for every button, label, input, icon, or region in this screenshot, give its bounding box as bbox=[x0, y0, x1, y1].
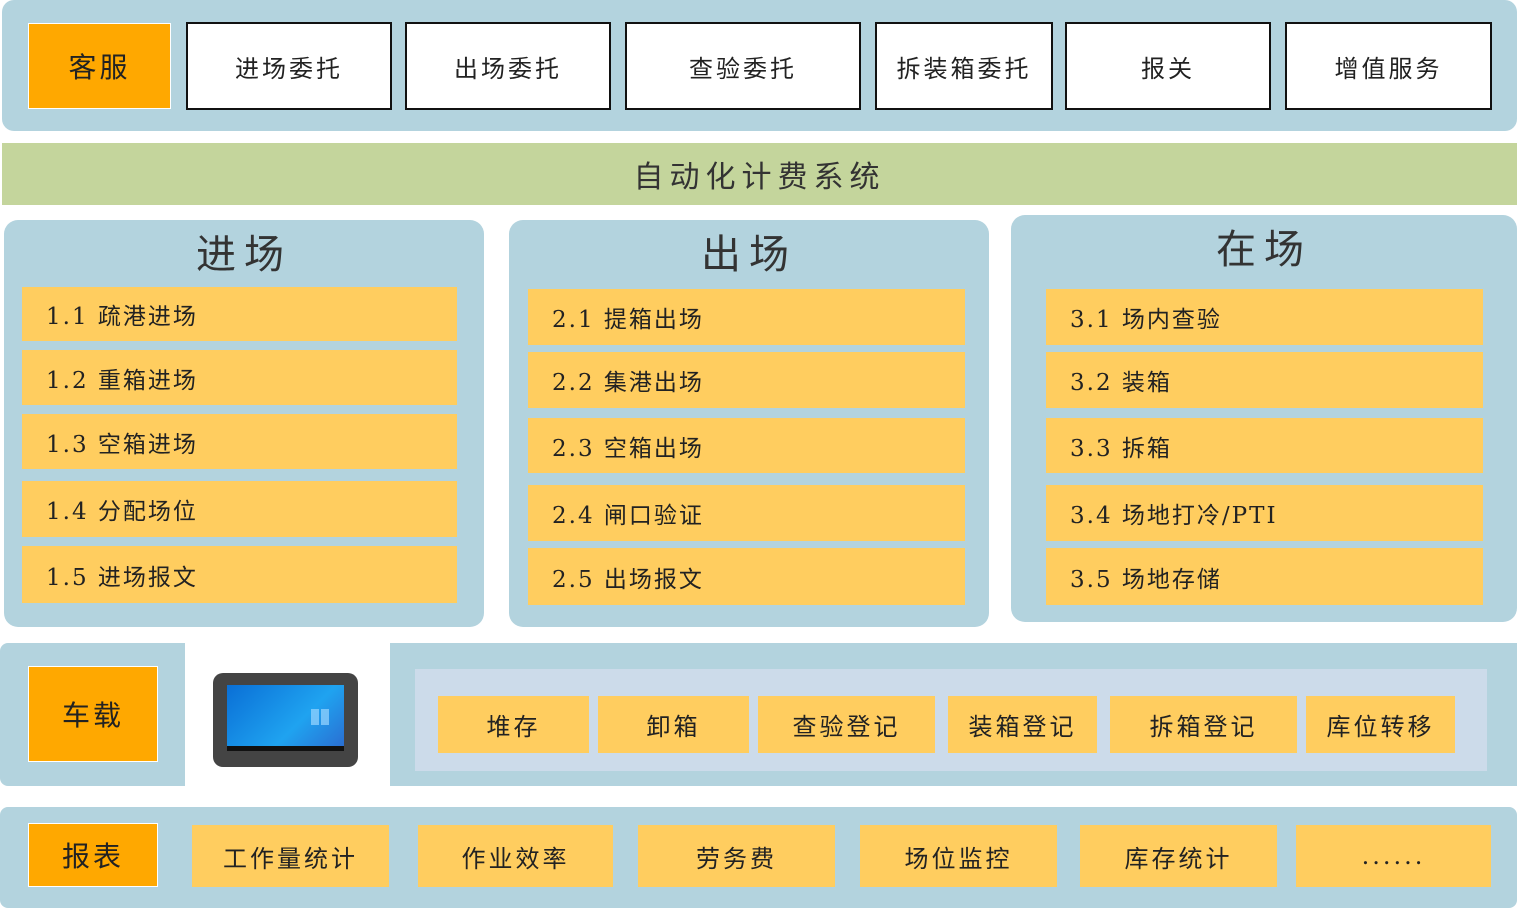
system-title-bar: 自动化计费系统 bbox=[2, 143, 1517, 205]
section-2-item-2[interactable]: 3.3 拆箱 bbox=[1046, 418, 1483, 473]
report-item-0[interactable]: 工作量统计 bbox=[192, 825, 389, 887]
tablet-icon bbox=[213, 673, 358, 767]
service-item-5[interactable]: 增值服务 bbox=[1285, 22, 1492, 110]
section-title-1: 出场 bbox=[701, 232, 797, 278]
section-2-item-0[interactable]: 3.1 场内查验 bbox=[1046, 289, 1483, 345]
reports-label: 报表 bbox=[28, 823, 158, 887]
section-0-item-0[interactable]: 1.1 疏港进场 bbox=[22, 287, 457, 341]
vehicle-item-1[interactable]: 卸箱 bbox=[598, 696, 749, 753]
section-0-item-2[interactable]: 1.3 空箱进场 bbox=[22, 414, 457, 469]
section-1-item-2[interactable]: 2.3 空箱出场 bbox=[528, 418, 965, 473]
service-item-2[interactable]: 查验委托 bbox=[625, 22, 861, 110]
windows-logo-icon bbox=[311, 709, 329, 725]
section-2-item-1[interactable]: 3.2 装箱 bbox=[1046, 352, 1483, 408]
vehicle-item-3[interactable]: 装箱登记 bbox=[948, 696, 1097, 753]
report-item-2[interactable]: 劳务费 bbox=[638, 825, 835, 887]
vehicle-label: 车载 bbox=[28, 666, 158, 762]
vehicle-item-0[interactable]: 堆存 bbox=[438, 696, 589, 753]
taskbar bbox=[227, 746, 344, 751]
vehicle-item-2[interactable]: 查验登记 bbox=[758, 696, 935, 753]
tablet-screen bbox=[227, 685, 344, 751]
vehicle-item-4[interactable]: 拆箱登记 bbox=[1110, 696, 1297, 753]
section-1-item-0[interactable]: 2.1 提箱出场 bbox=[528, 289, 965, 345]
section-2-item-4[interactable]: 3.5 场地存储 bbox=[1046, 548, 1483, 605]
section-title-0: 进场 bbox=[196, 232, 292, 278]
service-item-0[interactable]: 进场委托 bbox=[186, 22, 392, 110]
service-item-3[interactable]: 拆装箱委托 bbox=[875, 22, 1053, 110]
service-item-1[interactable]: 出场委托 bbox=[405, 22, 611, 110]
service-item-4[interactable]: 报关 bbox=[1065, 22, 1271, 110]
section-title-2: 在场 bbox=[1216, 227, 1312, 273]
customer-service-label: 客服 bbox=[28, 23, 171, 109]
section-1-item-3[interactable]: 2.4 闸口验证 bbox=[528, 485, 965, 541]
report-item-5[interactable]: ...... bbox=[1296, 825, 1491, 887]
section-0-item-4[interactable]: 1.5 进场报文 bbox=[22, 546, 457, 603]
report-item-3[interactable]: 场位监控 bbox=[860, 825, 1057, 887]
section-0-item-1[interactable]: 1.2 重箱进场 bbox=[22, 350, 457, 405]
section-0-item-3[interactable]: 1.4 分配场位 bbox=[22, 481, 457, 537]
section-1-item-1[interactable]: 2.2 集港出场 bbox=[528, 352, 965, 408]
section-2-item-3[interactable]: 3.4 场地打冷/PTI bbox=[1046, 485, 1483, 541]
report-item-4[interactable]: 库存统计 bbox=[1080, 825, 1277, 887]
section-1-item-4[interactable]: 2.5 出场报文 bbox=[528, 548, 965, 605]
report-item-1[interactable]: 作业效率 bbox=[418, 825, 613, 887]
vehicle-item-5[interactable]: 库位转移 bbox=[1306, 696, 1455, 753]
